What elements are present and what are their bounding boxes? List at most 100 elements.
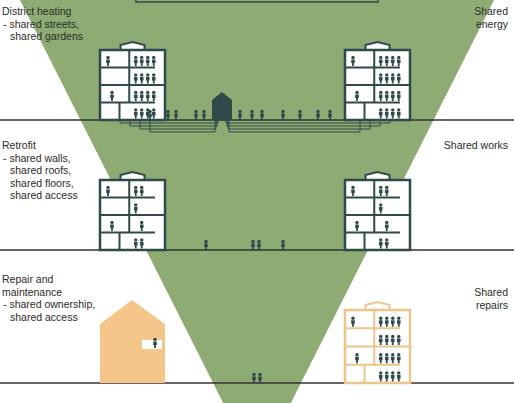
- person-body: [385, 339, 389, 346]
- person-body: [152, 77, 156, 84]
- person-body: [148, 114, 152, 121]
- person-head: [140, 186, 143, 189]
- person-body: [391, 95, 395, 102]
- person-head: [379, 73, 382, 76]
- person-head: [281, 240, 284, 243]
- person-head: [385, 108, 388, 111]
- funnel-triangle: [20, 0, 494, 403]
- person-head: [166, 110, 169, 113]
- person-body: [110, 95, 114, 102]
- person-body: [140, 95, 144, 102]
- person-body: [397, 339, 401, 346]
- person-body: [134, 112, 138, 119]
- apartment-building: [100, 42, 165, 120]
- person-head: [391, 317, 394, 320]
- person-head: [385, 335, 388, 338]
- person-body: [351, 190, 355, 197]
- person-body: [146, 60, 150, 67]
- sharing-list: - shared walls, shared roofs, shared flo…: [2, 152, 102, 202]
- person-body: [281, 114, 285, 121]
- person-head: [355, 221, 358, 224]
- sharing-type: Shared energy: [440, 5, 508, 30]
- person-head: [238, 110, 241, 113]
- person-body: [385, 77, 389, 84]
- person-body: [385, 320, 389, 327]
- person-head: [379, 371, 382, 374]
- apartment-building: [345, 302, 410, 383]
- person-body: [146, 95, 150, 102]
- person-body: [385, 375, 389, 382]
- person-head: [397, 73, 400, 76]
- person-body: [379, 357, 383, 364]
- person-head: [397, 91, 400, 94]
- person-head: [260, 110, 263, 113]
- person-head: [397, 56, 400, 59]
- person-head: [140, 221, 143, 224]
- person-head: [385, 73, 388, 76]
- person-head: [134, 56, 137, 59]
- person-body: [391, 357, 395, 364]
- person-head: [379, 353, 382, 356]
- person-body: [397, 112, 401, 119]
- person-body: [355, 357, 359, 364]
- person-head: [355, 353, 358, 356]
- person-head: [251, 240, 254, 243]
- person-body: [391, 60, 395, 67]
- person-head: [134, 91, 137, 94]
- person-head: [204, 240, 207, 243]
- person-head: [257, 240, 260, 243]
- person-body: [397, 95, 401, 102]
- person-body: [134, 95, 138, 102]
- person-body: [257, 244, 261, 251]
- person-body: [194, 114, 198, 121]
- person-head: [106, 56, 109, 59]
- person-head: [134, 73, 137, 76]
- person-head: [134, 203, 137, 206]
- person-head: [379, 317, 382, 320]
- person-body: [379, 320, 383, 327]
- person-body: [152, 112, 156, 119]
- person-body: [379, 60, 383, 67]
- person-body: [134, 207, 138, 214]
- person-head: [385, 56, 388, 59]
- person-body: [153, 342, 157, 349]
- person-head: [110, 91, 113, 94]
- person-body: [134, 77, 138, 84]
- person-body: [140, 112, 144, 119]
- person-body: [281, 244, 285, 251]
- person-body: [385, 95, 389, 102]
- person-head: [258, 373, 261, 376]
- ground-line: [0, 119, 514, 121]
- person-body: [134, 242, 138, 249]
- person-body: [134, 60, 138, 67]
- person-body: [258, 377, 262, 384]
- person-body: [140, 225, 144, 232]
- single-house: [100, 300, 165, 383]
- person-body: [385, 357, 389, 364]
- person-body: [106, 60, 110, 67]
- sharing-type: Shared works: [440, 139, 508, 152]
- person-head: [379, 238, 382, 241]
- person-body: [391, 112, 395, 119]
- intervention-heading: Retrofit: [2, 139, 92, 152]
- person-head: [385, 371, 388, 374]
- person-head: [385, 317, 388, 320]
- person-body: [166, 114, 170, 121]
- person-head: [152, 108, 155, 111]
- person-body: [140, 77, 144, 84]
- person-body: [379, 112, 383, 119]
- person-body: [379, 375, 383, 382]
- person-head: [397, 335, 400, 338]
- person-head: [134, 238, 137, 241]
- person-body: [391, 320, 395, 327]
- person-head: [397, 353, 400, 356]
- person-head: [202, 110, 205, 113]
- person-body: [379, 77, 383, 84]
- person-head: [397, 317, 400, 320]
- person-body: [202, 114, 206, 121]
- person-head: [391, 73, 394, 76]
- apartment-building: [345, 172, 410, 250]
- person-body: [140, 190, 144, 197]
